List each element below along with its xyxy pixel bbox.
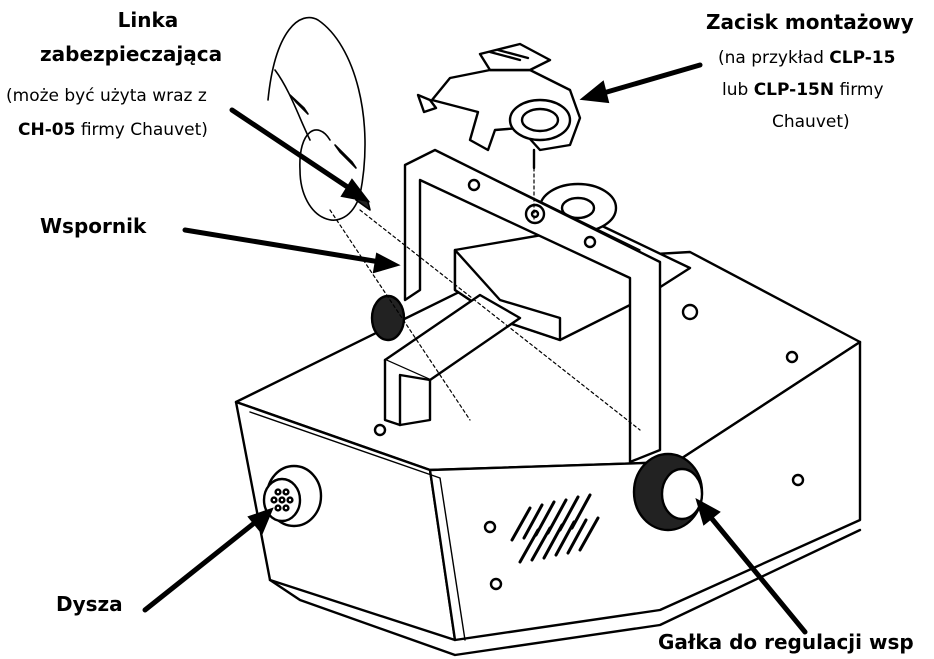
label-linka-note-2: CH-05 firmy Chauvet) [18,118,208,142]
vent-slots [510,493,600,564]
arrow-linka [229,107,371,203]
label-linka-model: CH-05 [18,120,76,140]
label-zacisk-note-2-pre: lub [722,80,754,100]
housing-bottom-rim [268,528,862,657]
label-linka-note-1: (może być użyta wraz z [6,86,207,106]
nozzle [262,464,323,528]
label-galka: Gałka do regulacji wsp [658,630,914,654]
arrow-wspornik [182,227,401,274]
arrow-dysza [142,507,274,613]
label-linka-title-1: Linka [117,8,179,32]
label-zacisk-note-2-post: firmy [834,80,884,100]
label-zacisk-title: Zacisk montażowy [706,10,914,34]
label-zacisk-model-1: CLP-15 [829,48,896,68]
arrow-zacisk [579,62,703,104]
label-wspornik: Wspornik [40,214,147,238]
label-zacisk-note-1: (na przykład CLP-15 [718,46,895,70]
label-zacisk-model-2: CLP-15N [753,80,835,100]
label-zacisk-note-2: lub CLP-15N firmy [722,78,884,102]
label-zacisk-note-1-pre: (na przykład [718,48,830,68]
label-linka-note-2-rest: firmy Chauvet) [75,120,208,140]
label-zacisk-note-3: Chauvet) [772,112,850,132]
label-dysza: Dysza [56,592,123,616]
mounting-clamp [416,42,582,170]
label-linka-title-2: zabezpieczająca [40,42,223,66]
bracket-knob [632,452,704,532]
arrow-galka [695,497,808,635]
back-knob [370,294,406,342]
